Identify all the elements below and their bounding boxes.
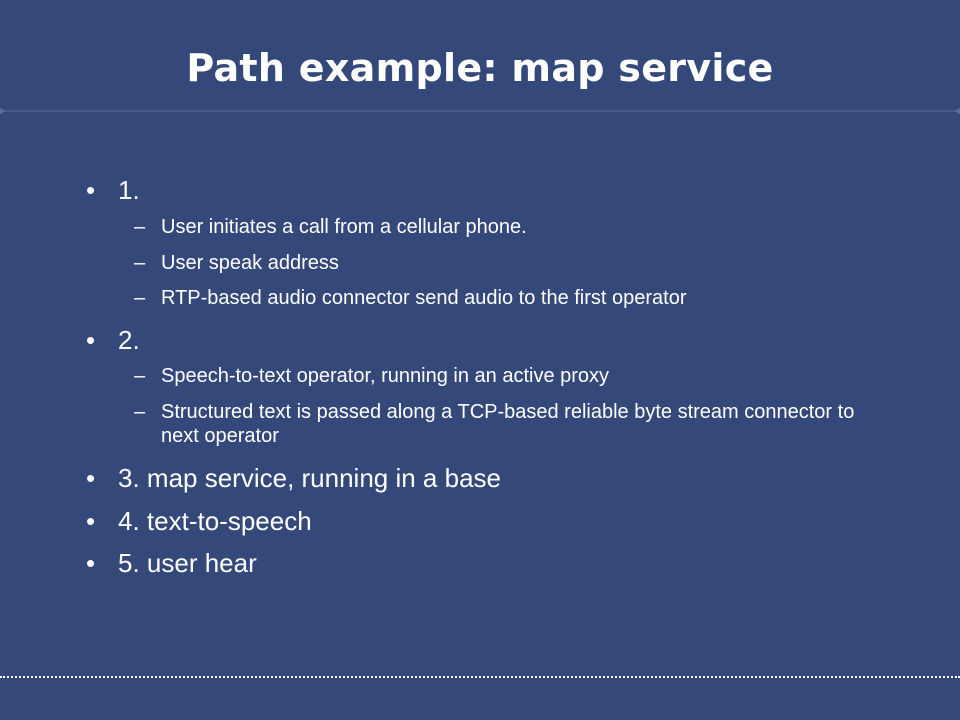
dash-icon: – [134, 216, 146, 238]
dash-icon: – [134, 287, 146, 309]
list-item-text: 4. text-to-speech [118, 506, 312, 536]
bullet-icon: • [86, 548, 96, 578]
dash-icon: – [134, 401, 146, 423]
sub-list-item-text: Speech-to-text operator, running in an a… [161, 365, 610, 387]
list-item-text: 3. map service, running in a base [118, 463, 501, 493]
dash-icon: – [134, 252, 146, 274]
bullet-icon: • [86, 175, 96, 205]
bullet-icon: • [86, 325, 96, 355]
title-band [0, 0, 960, 108]
slide-title: Path example: map service [186, 46, 774, 90]
dash-icon: – [134, 365, 146, 387]
bullet-icon: • [86, 463, 96, 493]
list-item-text: 2. [118, 325, 140, 355]
sub-list-item-text: User initiates a call from a cellular ph… [161, 216, 527, 238]
sub-list-item-text: User speak address [161, 252, 339, 274]
sub-list-item-text: RTP-based audio connector send audio to … [161, 287, 687, 309]
list-item-text: 5. user hear [118, 548, 257, 578]
sub-list-item-text: Structured text is passed along a TCP-ba… [161, 401, 855, 447]
bottom-dotted-divider [0, 676, 960, 678]
title-divider [0, 108, 960, 114]
bullet-icon: • [86, 506, 96, 536]
list-item-text: 1. [118, 175, 140, 205]
